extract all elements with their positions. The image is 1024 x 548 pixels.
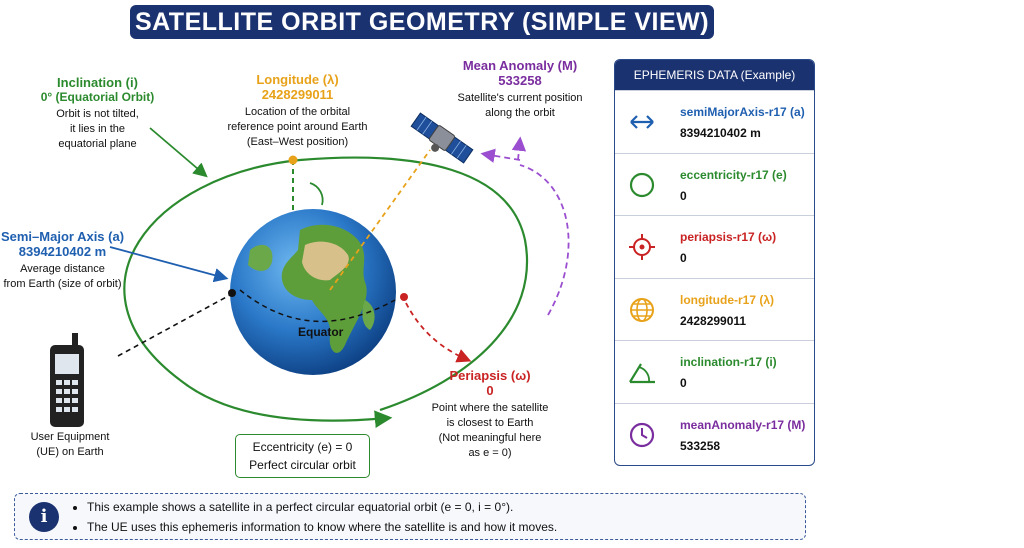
ephemeris-row-eccentricity: eccentricity-r17 (e) 0	[615, 152, 814, 216]
periapsis-arrow	[405, 302, 472, 363]
ephemeris-row-inclination: inclination-r17 (i) 0	[615, 340, 814, 403]
inclination-desc-1: Orbit is not tilted,	[56, 108, 139, 120]
ephemeris-header: EPHEMERIS DATA (Example)	[615, 60, 814, 90]
angle-icon	[629, 363, 655, 384]
eccentricity-line-1: Eccentricity (e) = 0	[252, 440, 353, 454]
semi-major-arrow	[109, 246, 229, 283]
eccentricity-line-2: Perfect circular orbit	[249, 458, 356, 472]
ephemeris-row-periapsis: periapsis-r17 (ω) 0	[615, 215, 814, 278]
inclination-desc-3: equatorial plane	[58, 138, 137, 150]
mean-anomaly-desc-1: Satellite's current position	[457, 92, 583, 104]
longitude-desc-1: Location of the orbital	[244, 106, 351, 118]
ephemeris-row-longitude: longitude-r17 (λ) 2428299011	[615, 277, 814, 341]
eccentricity-box: Eccentricity (e) = 0 Perfect circular or…	[235, 434, 370, 478]
mean-anomaly-label: Mean Anomaly (M) 533258 Satellite's curr…	[440, 58, 600, 121]
satellite-icon	[410, 112, 474, 164]
globe-icon	[630, 297, 654, 322]
periapsis-desc-4: as e = 0)	[468, 447, 512, 459]
ephemeris-row-mean-anomaly: meanAnomaly-r17 (M) 533258	[615, 402, 814, 466]
longitude-desc-2: reference point around Earth	[227, 121, 368, 133]
ephemeris-value: 0	[680, 251, 687, 265]
inclination-title: Inclination (i)	[57, 75, 138, 90]
inclination-arrow	[149, 127, 208, 178]
page-title: SATELLITE ORBIT GEOMETRY (SIMPLE VIEW)	[130, 5, 714, 39]
semi-major-desc-1: Average distance	[20, 263, 105, 275]
ephemeris-value: 533258	[680, 438, 721, 453]
periapsis-desc-3: (Not meaningful here	[438, 432, 542, 444]
equator-label: Equator	[298, 325, 344, 339]
earth-globe	[230, 209, 396, 375]
info-line-2: The UE uses this ephemeris information t…	[87, 517, 557, 537]
ephemeris-name: meanAnomaly-r17 (M)	[680, 417, 806, 432]
orbit-path	[123, 156, 528, 428]
info-box: i This example shows a satellite in a pe…	[14, 493, 806, 540]
satellite-position-line	[329, 149, 431, 291]
circle-icon	[629, 172, 655, 197]
ephemeris-value: 0	[680, 188, 687, 203]
mean-anomaly-arc	[519, 164, 570, 316]
inclination-value: 0° (Equatorial Orbit)	[40, 90, 155, 104]
ephemeris-name: longitude-r17 (λ)	[680, 292, 775, 307]
longitude-value: 2428299011	[261, 87, 334, 102]
double-arrow-icon	[630, 115, 654, 129]
semi-major-desc-2: from Earth (size of orbit)	[3, 278, 122, 290]
info-icon: i	[29, 502, 59, 532]
longitude-marker	[288, 155, 324, 212]
ephemeris-panel: EPHEMERIS DATA (Example) semiMajorAxis-r…	[614, 59, 815, 466]
periapsis-label: Periapsis (ω) 0 Point where the satellit…	[420, 368, 560, 461]
mean-anomaly-desc-2: along the orbit	[485, 107, 555, 119]
ephemeris-value: 8394210402 m	[680, 126, 761, 140]
phone-icon	[50, 333, 84, 427]
periapsis-value: 0	[486, 383, 494, 398]
ephemeris-name: inclination-r17 (i)	[680, 355, 777, 369]
periapsis-desc-1: Point where the satellite	[431, 402, 549, 414]
longitude-label: Longitude (λ) 2428299011 Location of the…	[215, 72, 380, 150]
longitude-title: Longitude (λ)	[256, 72, 339, 87]
mean-anomaly-value: 533258	[498, 73, 542, 88]
periapsis-title: Periapsis (ω)	[449, 368, 531, 383]
ephemeris-value: 2428299011	[680, 313, 747, 328]
semi-major-label: Semi–Major Axis (a) 8394210402 m Average…	[0, 229, 125, 292]
semi-major-title: Semi–Major Axis (a)	[0, 229, 125, 244]
ephemeris-name: eccentricity-r17 (e)	[680, 167, 787, 182]
ue-line-2: (UE) on Earth	[36, 446, 104, 458]
ue-line-1: User Equipment	[30, 431, 110, 443]
ephemeris-name: periapsis-r17 (ω)	[680, 230, 777, 244]
inclination-label: Inclination (i) 0° (Equatorial Orbit) Or…	[20, 75, 175, 152]
ue-label: User Equipment (UE) on Earth	[20, 430, 120, 460]
semi-major-value: 8394210402 m	[18, 244, 107, 259]
target-icon	[629, 234, 655, 260]
ue-link-line	[117, 294, 231, 357]
ephemeris-name: semiMajorAxis-r17 (a)	[680, 105, 805, 119]
mean-anomaly-title: Mean Anomaly (M)	[462, 58, 578, 73]
inclination-desc-2: it lies in the	[69, 123, 126, 135]
info-list: This example shows a satellite in a perf…	[73, 497, 557, 537]
longitude-desc-3: (East–West position)	[246, 136, 349, 148]
periapsis-desc-2: is closest to Earth	[446, 417, 534, 429]
info-line-1: This example shows a satellite in a perf…	[87, 497, 557, 517]
clock-icon	[629, 422, 655, 447]
ephemeris-value: 0	[680, 376, 687, 390]
ephemeris-row-semi-major: semiMajorAxis-r17 (a) 8394210402 m	[615, 90, 814, 153]
